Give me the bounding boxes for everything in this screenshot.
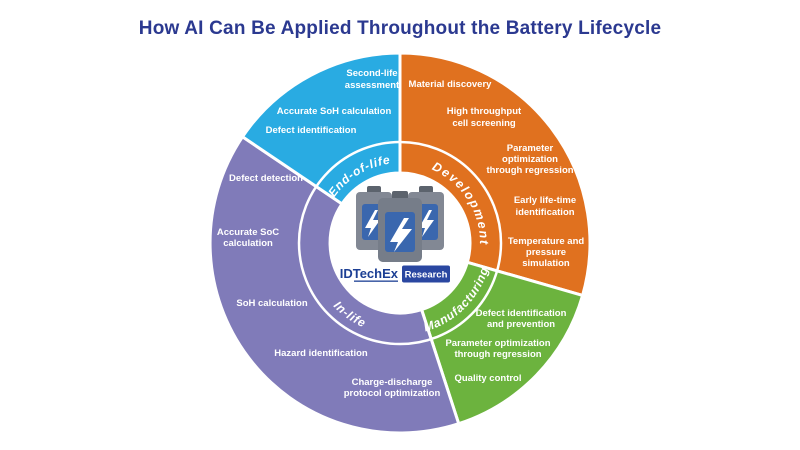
item-soh-calculation: SoH calculation: [236, 298, 307, 309]
inner-separator-ring: [297, 140, 503, 346]
item-defect-id-prevention-line2: and prevention: [487, 319, 555, 330]
item-defect-identification-eol: Defect identification: [266, 125, 357, 136]
item-temperature-line3: simulation: [522, 258, 570, 269]
item-parameter-opt-dev-line3: through regression: [486, 165, 573, 176]
battery-right-bolt-icon: [419, 210, 434, 237]
item-high-throughput-line2: cell screening: [452, 118, 516, 129]
item-charge-discharge-line1: Charge-discharge: [352, 377, 433, 388]
battery-left-bolt-icon: [365, 210, 380, 237]
item-quality-control: Quality control: [454, 373, 521, 384]
idtechex-logo: IDTechEx Research: [340, 265, 450, 283]
idtechex-logo-underline: [354, 280, 398, 282]
item-hazard-identification: Hazard identification: [274, 348, 368, 359]
item-defect-id-prevention-line1: Defect identification: [476, 308, 567, 319]
item-early-lifetime-line2: identification: [515, 207, 574, 218]
item-early-lifetime-line1: Early life-time: [514, 195, 576, 206]
item-material-discovery: Material discovery: [409, 79, 493, 90]
battery-front-bolt-icon: [390, 218, 412, 252]
item-parameter-opt-mfg-line1: Parameter optimization: [445, 338, 550, 349]
battery-icon-group: [356, 186, 444, 262]
item-second-life-line2: assessment: [345, 80, 400, 91]
item-charge-discharge-line2: protocol optimization: [344, 388, 441, 399]
item-temperature-line1: Temperature and: [508, 236, 585, 247]
item-defect-detection: Defect detection: [229, 173, 303, 184]
item-high-throughput-line1: High throughput: [447, 106, 522, 117]
item-parameter-opt-dev-line1: Parameter: [507, 143, 554, 154]
research-badge-text: Research: [405, 270, 448, 281]
battery-front-cap-icon: [392, 191, 408, 200]
item-parameter-opt-dev-line2: optimization: [502, 154, 558, 165]
research-badge: [402, 265, 450, 283]
item-parameter-opt-mfg-line2: through regression: [454, 349, 541, 360]
page-title: How AI Can Be Applied Throughout the Bat…: [138, 18, 662, 39]
idtechex-logo-text: IDTechEx: [340, 266, 399, 281]
item-accurate-soc-line1: Accurate SoC: [217, 227, 279, 238]
item-temperature-line2: pressure: [526, 247, 566, 258]
item-accurate-soh-calculation: Accurate SoH calculation: [277, 106, 392, 117]
item-accurate-soc-line2: calculation: [223, 238, 273, 249]
item-second-life-line1: Second-life: [346, 68, 397, 79]
